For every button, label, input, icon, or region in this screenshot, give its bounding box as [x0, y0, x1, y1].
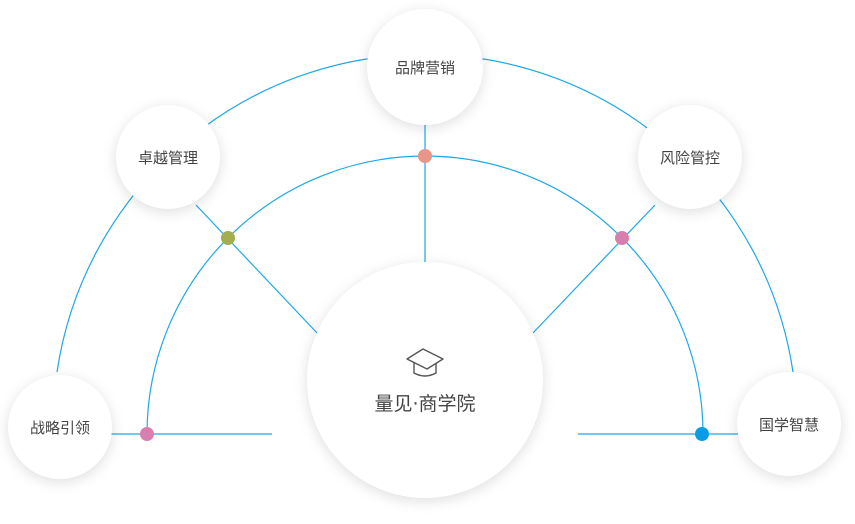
node-label: 品牌营销: [394, 58, 455, 77]
center-node[interactable]: 量见·商学院: [307, 262, 543, 498]
spoke-right: [531, 204, 656, 335]
node-label: 战略引领: [29, 418, 90, 437]
node-label: 国学智慧: [758, 415, 819, 434]
dot-top: [418, 149, 432, 163]
center-label: 量见·商学院: [374, 392, 476, 415]
dot-right-lower: [695, 427, 709, 441]
dot-left-lower: [140, 427, 154, 441]
node-label: 卓越管理: [137, 148, 198, 167]
node-guoxue[interactable]: 国学智慧: [737, 372, 841, 476]
node-risk-control[interactable]: 风险管控: [638, 105, 742, 209]
dot-right-upper: [615, 231, 629, 245]
node-label: 风险管控: [659, 148, 720, 167]
dot-left-upper: [221, 231, 235, 245]
spoke-left: [195, 204, 319, 335]
graduation-cap-icon: [406, 347, 444, 377]
node-brand-marketing[interactable]: 品牌营销: [367, 9, 483, 125]
node-management[interactable]: 卓越管理: [116, 105, 220, 209]
node-strategy[interactable]: 战略引领: [8, 375, 112, 479]
